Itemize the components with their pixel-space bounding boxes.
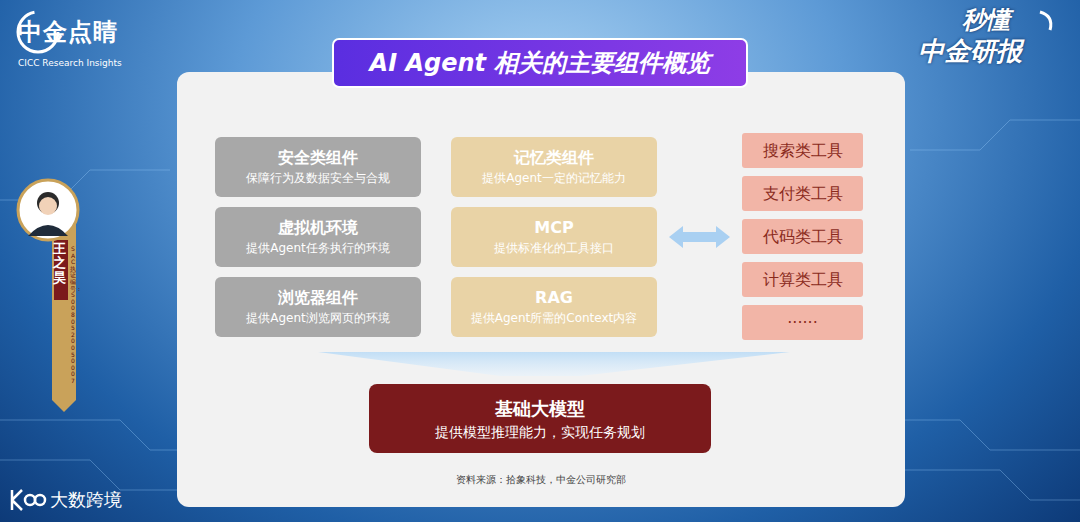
tool-box: 搜索类工具 <box>742 133 863 168</box>
model-box: 基础大模型提供模型推理能力，实现任务规划 <box>369 384 711 453</box>
component-box: 浏览器组件提供Agent浏览网页的环境 <box>215 277 421 337</box>
down-arrow-band <box>318 352 790 376</box>
node-heading: RAG <box>535 288 573 308</box>
node-subtitle: 提供模型推理能力，实现任务规划 <box>435 423 645 441</box>
node-subtitle: 提供Agent一定的记忆能力 <box>482 170 626 186</box>
component-box: RAG 提供Agent所需的Context内容 <box>451 277 657 337</box>
double-arrow <box>669 226 730 248</box>
tool-box: ······ <box>742 305 863 340</box>
component-box: 安全类组件保障行为及数据安全与合规 <box>215 137 421 197</box>
component-box: 虚拟机环境提供Agent任务执行的环境 <box>215 207 421 267</box>
portrait-head <box>37 192 59 214</box>
node-heading: 记忆类组件 <box>514 148 594 168</box>
component-box: MCP 提供标准化的工具接口 <box>451 207 657 267</box>
node-heading: 安全类组件 <box>278 148 358 168</box>
name-ribbon <box>52 220 76 400</box>
node-heading: 基础大模型 <box>495 397 585 421</box>
node-heading: 浏览器组件 <box>278 288 358 308</box>
node-subtitle: 提供Agent任务执行的环境 <box>246 240 390 256</box>
series-text: 中金研报 <box>918 36 1022 66</box>
tool-box: 代码类工具 <box>742 219 863 254</box>
node-heading: 虚拟机环境 <box>278 218 358 238</box>
component-box: 记忆类组件提供Agent一定的记忆能力 <box>451 137 657 197</box>
node-subtitle: 提供标准化的工具接口 <box>494 240 614 256</box>
series-text: 秒懂 <box>962 6 1010 34</box>
watermark-logo <box>12 490 45 510</box>
logo-accent <box>1040 12 1051 30</box>
logo-text: 中金点睛 <box>18 18 118 46</box>
source-caption: 资料来源：拾象科技，中金公司研究部 <box>177 473 905 487</box>
tool-box: 计算类工具 <box>742 262 863 297</box>
title-text: AI Agent 相关的主要组件概览 <box>333 39 747 87</box>
name-plate <box>54 240 68 300</box>
portrait-body <box>28 225 68 236</box>
logo-subtext: CICC Research Insights <box>18 58 122 69</box>
analyst-name: 王之昊 <box>53 242 66 285</box>
node-subtitle: 提供Agent浏览网页的环境 <box>246 310 390 326</box>
tool-box: 支付类工具 <box>742 176 863 211</box>
analyst-credential: SAC执证编号：S0080520050007 <box>70 246 76 384</box>
node-heading: 代码类工具 <box>763 227 843 247</box>
portrait-frame <box>18 180 78 240</box>
ribbon-tail <box>52 400 76 412</box>
title-banner <box>333 39 747 87</box>
node-heading: 搜索类工具 <box>763 141 843 161</box>
node-subtitle: 保障行为及数据安全与合规 <box>246 170 390 186</box>
node-heading: ······ <box>787 313 818 333</box>
node-subtitle: 提供Agent所需的Context内容 <box>471 310 638 326</box>
circuit-lines <box>0 120 1080 500</box>
node-heading: 计算类工具 <box>763 270 843 290</box>
portrait-face <box>39 197 57 215</box>
main-panel <box>177 72 905 507</box>
node-heading: 支付类工具 <box>763 184 843 204</box>
node-heading: MCP <box>534 218 573 238</box>
watermark: 大数跨境 <box>50 488 122 512</box>
